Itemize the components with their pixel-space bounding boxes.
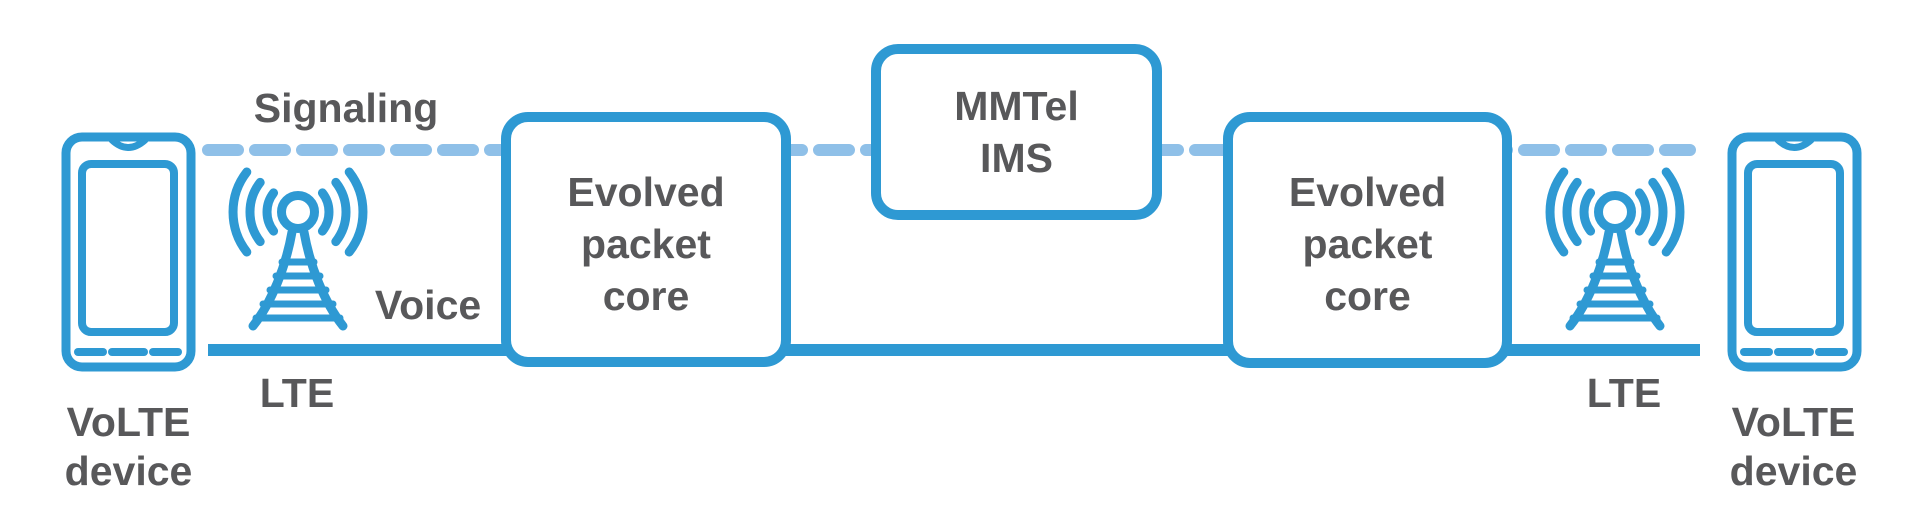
volte-device-label-right: VoLTE device <box>1711 398 1876 508</box>
signaling-label: Signaling <box>253 85 439 131</box>
mmtel-ims-box <box>871 44 1162 220</box>
volte-device-left-line1: VoLTE <box>66 399 191 445</box>
epc-left-line3: core <box>602 272 690 319</box>
epc-right-box <box>1223 112 1512 368</box>
epc-right-line2: packet <box>1302 221 1433 267</box>
volte-device-label-left: VoLTE device <box>46 398 211 508</box>
epc-left-box <box>501 112 791 367</box>
smartphone-icon <box>1732 137 1857 367</box>
smartphone-icon <box>66 137 191 367</box>
epc-right-line3: core <box>1324 273 1411 319</box>
epc-right-line1: Evolved <box>1288 169 1447 215</box>
mmtel-ims-label: MMTel IMS <box>876 49 1157 215</box>
mmtel-line1: MMTel <box>954 83 1079 129</box>
epc-right-label: Evolved packet core <box>1228 121 1507 367</box>
epc-left-label: Evolved packet core <box>506 121 786 366</box>
mmtel-line2: IMS <box>980 135 1053 181</box>
lte-label-left: LTE <box>259 370 335 416</box>
lte-label-right: LTE <box>1586 370 1662 416</box>
cell-tower-icon <box>1550 172 1680 326</box>
volte-device-right-line1: VoLTE <box>1731 399 1856 445</box>
cell-tower-icon <box>233 172 363 326</box>
epc-left-line2: packet <box>581 220 711 267</box>
volte-device-right-line2: device <box>1729 448 1858 494</box>
volte-device-left-line2: device <box>64 448 193 494</box>
epc-left-line1: Evolved <box>567 168 725 215</box>
voice-label: Voice <box>374 282 482 328</box>
